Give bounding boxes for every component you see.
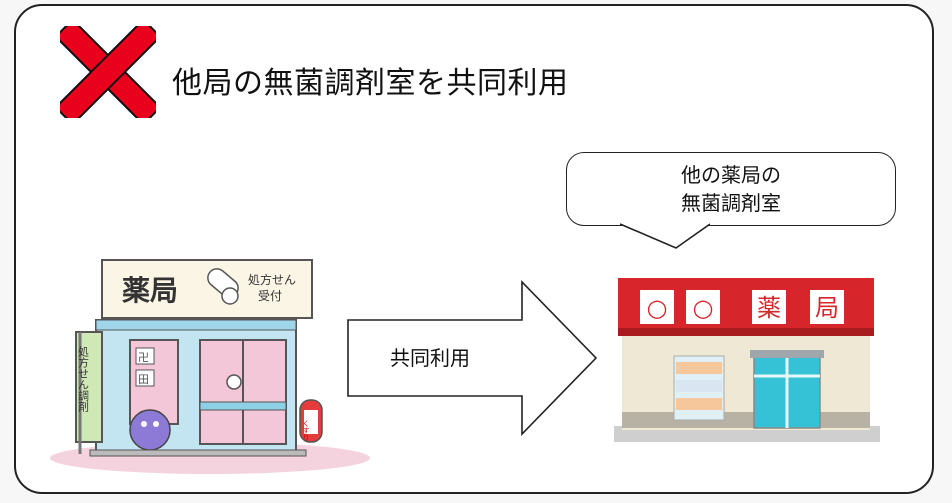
page-title: 他局の無菌調剤室を共同利用: [172, 66, 569, 101]
sign-char-1: ○: [647, 294, 668, 322]
left-sign-text: 薬局: [122, 274, 178, 307]
vertical-banner-text: 処方せん調剤: [77, 346, 90, 413]
big-right-arrow: [347, 280, 598, 436]
left-sub-sign-1: 処方せん: [248, 272, 296, 287]
window-char-1: 卍: [138, 351, 149, 364]
cross-mark-icon: [60, 26, 156, 118]
bubble-line-1: 他の薬局の: [681, 163, 781, 187]
window-char-2: 田: [138, 373, 149, 386]
bubble-line-2: 無菌調剤室: [681, 191, 781, 215]
sign-char-4: 局: [815, 294, 839, 322]
mailbox-text: くすり: [302, 420, 310, 441]
right-sign-tiles: ○ ○ 薬 局: [640, 290, 844, 324]
arrow-label: 共同利用: [390, 346, 470, 370]
bubble-tail: [620, 223, 710, 249]
left-pharmacy-illustration: 薬局 処方せん 受付 卍 田 処方せん調剤 くすり: [50, 259, 370, 474]
left-sub-sign-2: 受付: [258, 289, 282, 303]
sign-char-2: ○: [693, 294, 714, 322]
right-pharmacy-illustration: ○ ○ 薬 局: [614, 278, 880, 442]
sign-char-3: 薬: [757, 294, 781, 322]
speech-bubble: 他の薬局の 無菌調剤室: [566, 152, 896, 226]
capsule-icon: [207, 268, 239, 305]
